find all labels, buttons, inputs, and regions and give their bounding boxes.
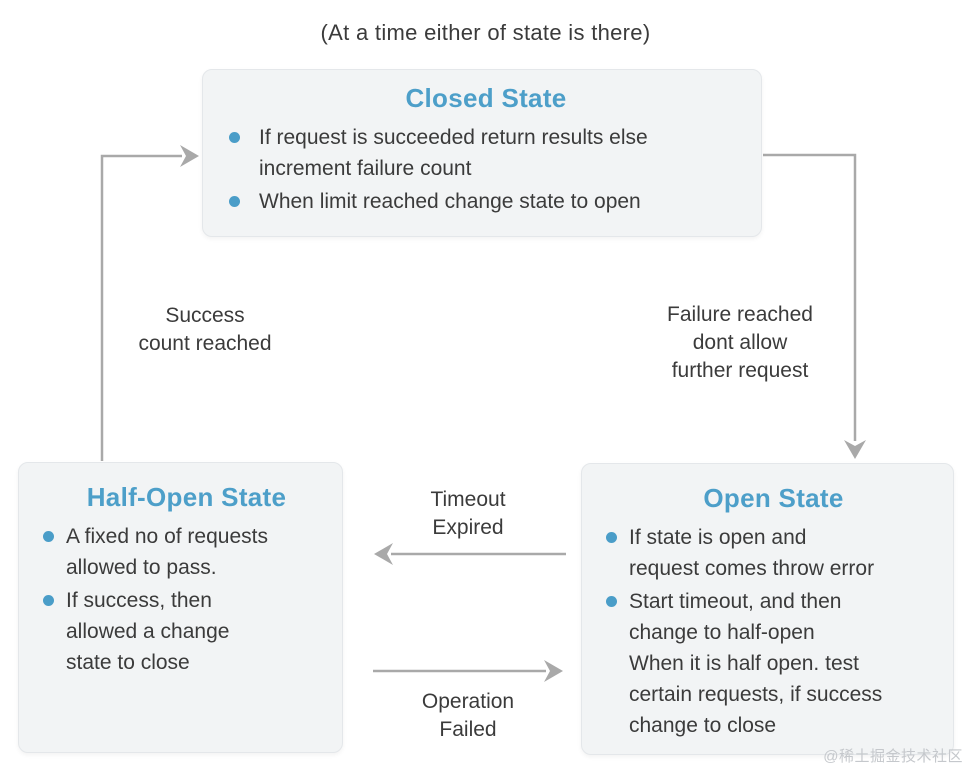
half-open-state-bullets: A fixed no of requests allowed to pass. … [43, 521, 330, 678]
bullet-dot-icon [606, 532, 617, 543]
list-item: If success, then allowed a change state … [43, 585, 330, 678]
bullet-dot-icon [229, 196, 240, 207]
half-open-state-node: Half-Open State A fixed no of requests a… [18, 462, 343, 753]
list-item: If state is open and request comes throw… [606, 522, 941, 584]
diagram-caption: (At a time either of state is there) [320, 20, 651, 45]
closed-state-bullets: If request is succeeded return results e… [229, 122, 743, 217]
list-item: If request is succeeded return results e… [229, 122, 743, 184]
bullet-text: When limit reached change state to open [259, 190, 641, 213]
bullet-text: A fixed no of requests allowed to pass. [66, 525, 268, 579]
edge-label-operation-failed: Operation Failed [421, 690, 515, 741]
arrowhead-right-icon [180, 145, 199, 167]
bullet-dot-icon [606, 596, 617, 607]
arrow-half-open-to-closed [100, 154, 182, 461]
list-item: A fixed no of requests allowed to pass. [43, 521, 330, 583]
open-state-title: Open State [703, 483, 844, 513]
open-state-node: Open State If state is open and request … [581, 463, 954, 755]
bullet-dot-icon [229, 132, 240, 143]
bullet-text: Start timeout, and then change to half-o… [629, 590, 883, 737]
arrowhead-left-icon [374, 543, 393, 565]
watermark: @稀土掘金技术社区 [823, 748, 963, 765]
bullet-text: If success, then allowed a change state … [66, 589, 230, 674]
edge-label-timeout-expired: Timeout Expired [430, 488, 506, 539]
half-open-state-title: Half-Open State [86, 482, 287, 512]
edge-label-failure-reached: Failure reached dont allow further reque… [667, 303, 813, 382]
bullet-dot-icon [43, 595, 54, 606]
closed-state-node: Closed State If request is succeeded ret… [202, 69, 762, 237]
arrowhead-down-icon [844, 440, 866, 459]
list-item: Start timeout, and then change to half-o… [606, 586, 941, 741]
open-state-bullets: If state is open and request comes throw… [606, 522, 941, 741]
arrowhead-right2-icon [544, 660, 563, 682]
closed-state-title: Closed State [405, 83, 567, 113]
bullet-text: If state is open and request comes throw… [629, 526, 875, 580]
edge-label-success-count-reached: Success count reached [138, 304, 272, 355]
list-item: When limit reached change state to open [229, 186, 743, 217]
bullet-text: If request is succeeded return results e… [259, 126, 648, 180]
arrow-closed-to-open [763, 153, 857, 441]
bullet-dot-icon [43, 531, 54, 542]
